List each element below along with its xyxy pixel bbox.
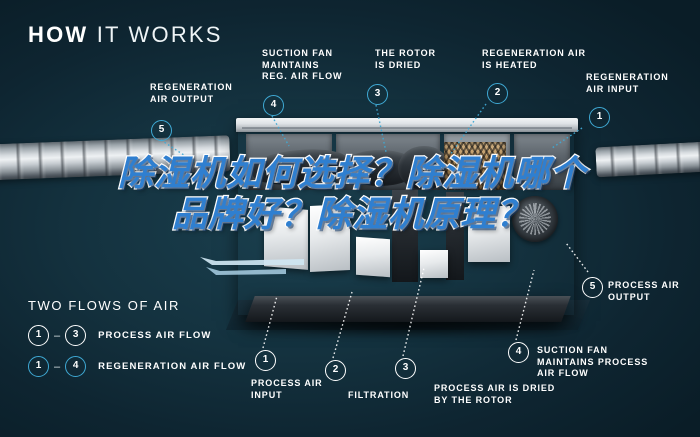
page-title: HOW IT WORKS	[28, 22, 223, 48]
leader-line-process-output	[565, 242, 589, 273]
leader-line-process-input	[262, 295, 278, 349]
callout-regeneration-air-input-label: REGENERATION AIR INPUT	[586, 72, 669, 94]
callout-process-air-input-label: PROCESS AIR INPUT	[251, 378, 323, 400]
legend-title: TWO FLOWS OF AIR	[28, 298, 180, 313]
marker-3-rotor-dried[interactable]: 3	[367, 84, 388, 105]
cabinet-bay-d	[514, 134, 570, 190]
legend-chip-process-from: 1	[28, 325, 49, 346]
marker-1-process-input[interactable]: 1	[255, 350, 276, 371]
callout-rotor-is-dried-label: THE ROTOR IS DRIED	[375, 48, 436, 70]
leader-line-process-suction-fan	[515, 269, 535, 341]
marker-1-regeneration-input[interactable]: 1	[589, 107, 610, 128]
callout-process-air-dried-label: PROCESS AIR IS DRIED BY THE ROTOR	[434, 383, 556, 405]
machine-column-2	[446, 192, 464, 280]
title-light-word: IT WORKS	[96, 22, 223, 47]
callout-suction-fan-process-label: SUCTION FAN MAINTAINS PROCESS AIR FLOW	[537, 345, 649, 378]
callout-suction-fan-reg-label: SUCTION FAN MAINTAINS REG. AIR FLOW	[262, 48, 343, 81]
legend: TWO FLOWS OF AIR 1 – 3 PROCESS AIR FLOW …	[28, 298, 246, 387]
marker-4-process-suction-fan[interactable]: 4	[508, 342, 529, 363]
marker-2-filtration[interactable]: 2	[325, 360, 346, 381]
marker-2-regeneration-heated[interactable]: 2	[487, 83, 508, 104]
filter-panel-5	[420, 250, 448, 278]
leader-line-rotor-dried	[375, 104, 387, 153]
leader-line-reg-heated	[449, 103, 487, 156]
marker-5-process-output[interactable]: 5	[582, 277, 603, 298]
marker-3-process-dried[interactable]: 3	[395, 358, 416, 379]
leader-line-reg-output	[160, 139, 197, 164]
filter-panel-4	[468, 206, 510, 262]
legend-label-regeneration-air-flow: REGENERATION AIR FLOW	[98, 361, 247, 372]
callout-regeneration-air-heated-label: REGENERATION AIR IS HEATED	[482, 48, 586, 70]
marker-4-regeneration-suction-fan[interactable]: 4	[263, 95, 284, 116]
legend-row-regeneration: 1 – 4 REGENERATION AIR FLOW	[28, 356, 246, 377]
legend-dash-process: –	[54, 329, 61, 342]
legend-row-process: 1 – 3 PROCESS AIR FLOW	[28, 325, 246, 346]
internal-duct-3	[398, 146, 450, 190]
legend-dash-regeneration: –	[54, 360, 61, 373]
callout-regeneration-air-output-label: REGENERATION AIR OUTPUT	[150, 82, 233, 104]
title-bold-word: HOW	[28, 22, 89, 47]
leader-line-process-dried	[402, 267, 425, 357]
legend-chip-regeneration-to: 4	[65, 356, 87, 377]
machine-top-lid	[236, 118, 578, 132]
legend-label-process-air-flow: PROCESS AIR FLOW	[98, 330, 212, 341]
airflow-arrow-icon	[200, 257, 304, 275]
overlay-headline: 除湿机如何选择？除湿机哪个品牌好？除湿机原理？	[117, 153, 587, 237]
callout-filtration-label: FILTRATION	[348, 390, 410, 400]
legend-chip-process-to: 3	[65, 325, 87, 346]
leader-line-reg-suction-fan	[271, 115, 290, 147]
callout-process-air-output-label: PROCESS AIR OUTPUT	[608, 280, 680, 302]
leader-line-filtration	[332, 291, 353, 359]
machine-column-1	[392, 190, 418, 282]
marker-5-regeneration-output[interactable]: 5	[151, 120, 172, 141]
legend-chip-regeneration-from: 1	[28, 356, 49, 377]
fan-wheel	[512, 196, 558, 242]
leader-line-reg-input	[551, 127, 583, 149]
